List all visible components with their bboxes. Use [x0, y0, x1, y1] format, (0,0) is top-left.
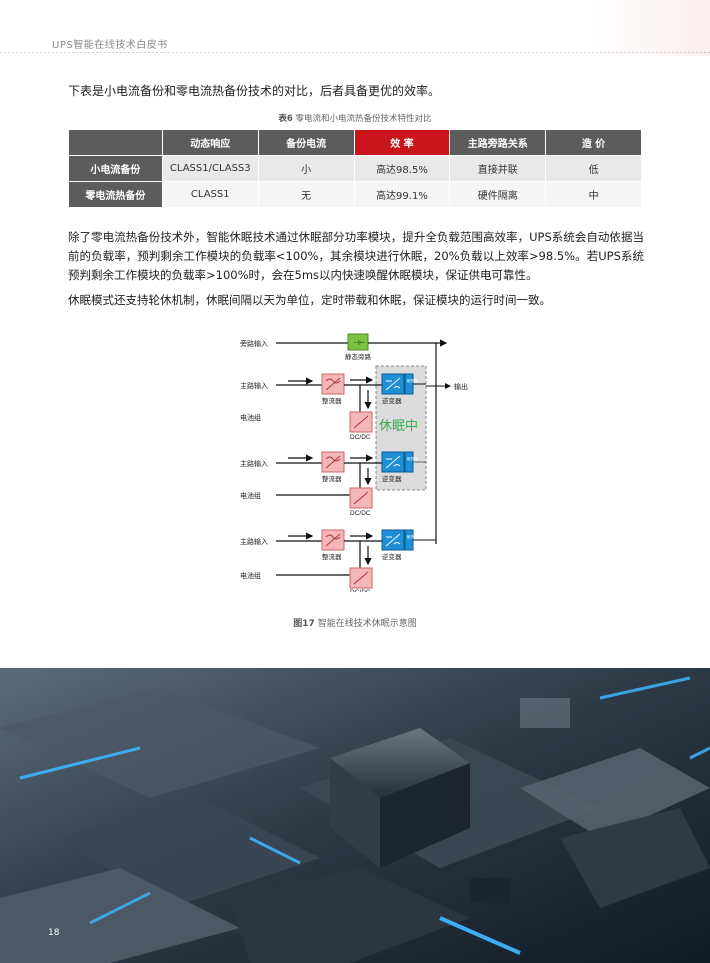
- page-number: 18: [48, 928, 60, 938]
- figure-caption: 图17 智能在线技术休眠示意图: [0, 616, 710, 629]
- heatsink-block: [404, 529, 414, 551]
- battery-label: 电池组: [240, 571, 261, 580]
- static-bypass-label: 静态旁路: [345, 352, 372, 361]
- table-cell: 小: [257, 155, 355, 182]
- static-bypass-block: [347, 333, 369, 351]
- battery-label: 电池组: [240, 413, 261, 422]
- inverter-label: 逆变器: [382, 396, 402, 405]
- paragraph-rotation: 休眠模式还支持轮休机制，休眠间隔以天为单位，定时带载和休眠，保证模块的运行时间一…: [68, 293, 551, 307]
- table-cell: 低: [545, 155, 642, 182]
- intro-text: 下表是小电流备份和零电流热备份技术的对比，后者具备更优的效率。: [68, 84, 441, 98]
- table-cell: 无: [257, 181, 355, 208]
- page-header: UPS智能在线技术白皮书: [0, 0, 710, 58]
- dcdc-label: DC/DC: [350, 434, 371, 441]
- table-cell: 高达99.1%: [353, 181, 451, 208]
- thyristor-icon: ⊣⊢: [353, 340, 365, 347]
- bypass-input-label: 旁路输入: [240, 339, 268, 348]
- table-cell: 硬件隔离: [449, 181, 547, 208]
- table-caption-text: 零电流和小电流热备份技术特性对比: [295, 114, 432, 124]
- col-header-dynamic-response: 动态响应: [161, 129, 259, 156]
- heatsink-block: [404, 373, 414, 395]
- col-header-efficiency: 效 率: [353, 129, 451, 156]
- table-header-row: 动态响应 备份电流 效 率 主路旁路关系 造 价: [68, 129, 642, 156]
- dcdc-label: DC/DC: [350, 589, 371, 592]
- row-header: 零电流热备份: [68, 181, 163, 208]
- sleeping-label: 休眠中: [379, 418, 418, 433]
- table-cell: 中: [545, 181, 642, 208]
- main-input-label: 主路输入: [240, 459, 268, 468]
- table-corner: [68, 129, 163, 156]
- inverter-label: 逆变器: [382, 552, 402, 561]
- table-cell: 高达98.5%: [353, 155, 451, 182]
- table-row: 零电流热备份 CLASS1 无 高达99.1% 硬件隔离 中: [68, 181, 642, 208]
- output-label: 输出: [454, 382, 468, 391]
- figure-caption-number: 图17: [293, 619, 315, 629]
- table-cell: CLASS1/CLASS3: [161, 155, 259, 182]
- header-accent: [590, 0, 710, 56]
- rectifier-label: 整流器: [322, 474, 342, 483]
- comparison-table: 动态响应 备份电流 效 率 主路旁路关系 造 价 小电流备份 CLASS1/CL…: [68, 129, 642, 208]
- circuit-board-photo: 18: [0, 668, 710, 963]
- heatsink-label: 散热器: [407, 534, 418, 539]
- figure-caption-text: 智能在线技术休眠示意图: [317, 619, 417, 629]
- rectifier-label: 整流器: [322, 552, 342, 561]
- battery-label: 电池组: [240, 491, 261, 500]
- sleep-diagram: 旁路输入 ⊣⊢ 静态旁路 输出 主路输入 整流器 散热器 逆变器 电池组 DC/…: [236, 326, 476, 596]
- heatsink-label: 散热器: [407, 456, 418, 461]
- main-input-label: 主路输入: [240, 537, 268, 546]
- paragraph-sleep-technology: 除了零电流热备份技术外，智能休眠技术通过休眠部分功率模块，提升全负载范围高效率，…: [68, 230, 644, 282]
- main-input-label: 主路输入: [240, 381, 268, 390]
- heatsink-block: [404, 451, 414, 473]
- col-header-bypass-relation: 主路旁路关系: [449, 129, 547, 156]
- header-divider: [0, 52, 710, 53]
- table-row: 小电流备份 CLASS1/CLASS3 小 高达98.5% 直接并联 低: [68, 155, 642, 182]
- rectifier-label: 整流器: [322, 396, 342, 405]
- inverter-label: 逆变器: [382, 474, 402, 483]
- table-cell: CLASS1: [161, 181, 259, 208]
- table-caption-number: 表6: [278, 114, 293, 124]
- col-header-cost: 造 价: [545, 129, 642, 156]
- heatsink-label: 散热器: [407, 378, 418, 383]
- document-title: UPS智能在线技术白皮书: [52, 40, 168, 51]
- table-cell: 直接并联: [449, 155, 547, 182]
- row-header: 小电流备份: [68, 155, 163, 182]
- col-header-backup-current: 备份电流: [257, 129, 355, 156]
- table-caption: 表6 零电流和小电流热备份技术特性对比: [0, 112, 710, 124]
- dcdc-label: DC/DC: [350, 510, 371, 517]
